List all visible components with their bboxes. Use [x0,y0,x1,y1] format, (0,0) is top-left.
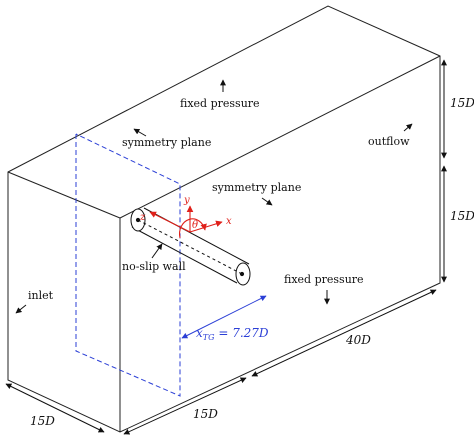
label-fixed-pressure-bottom: fixed pressure [284,273,364,286]
dim-label-width: 15D [30,414,55,428]
cylinder [130,207,251,286]
box-front-face [7,5,441,433]
dim-label-height-lower: 15D [450,209,474,223]
dim-label-height-upper: 15D [450,96,474,110]
label-no-slip-wall: no-slip wall [122,260,186,273]
domain-box [7,5,441,433]
arrow-symmetry-plane-back [133,128,147,137]
axis-label-y: y [183,195,190,206]
dim-arrow-depth [123,377,247,435]
arrow-outflow [403,123,413,132]
theta-arc [179,218,207,239]
arrow-inlet [15,304,27,314]
label-outflow: outflow [368,135,410,148]
dim-label-length: 40D [345,333,371,347]
axis-label-x: x [226,216,232,227]
coordinate-axes [149,205,223,239]
box-edge-top-front [7,171,121,219]
dim-arrow-x-tg [181,295,267,339]
dim-arrow-length [251,289,437,377]
axis-label-theta: θ [192,220,198,231]
label-inlet: inlet [28,289,54,302]
arrow-no-slip-wall [151,243,163,259]
dim-label-x-tg: xTG = 7.27D [196,326,269,342]
z-axis-arrow [149,211,191,233]
label-symmetry-plane-front: symmetry plane [212,181,301,194]
label-symmetry-plane-back: symmetry plane [122,136,211,149]
dim-arrow-width [5,383,105,433]
dim-label-depth: 15D [193,407,218,421]
label-fixed-pressure-top: fixed pressure [180,97,260,110]
axis-label-z: z [139,212,146,223]
box-edge-top-right [119,55,441,219]
arrow-symmetry-plane-front [261,197,273,206]
